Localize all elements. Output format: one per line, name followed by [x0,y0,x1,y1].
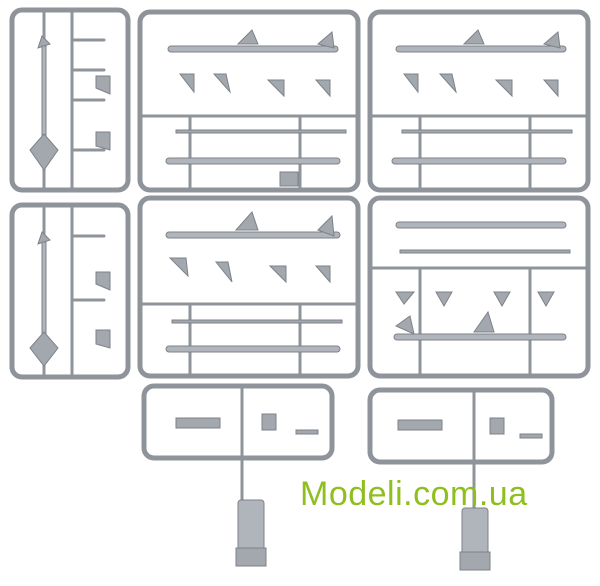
sprue-frame-right-top [367,9,591,193]
sprue-frame-left-middle [9,202,131,380]
fin-part [95,329,111,349]
missile-fin [473,310,495,333]
sprue-frame-bottom-right [367,387,555,571]
fin-part [438,73,457,94]
fin-part [29,331,59,367]
fin-part [493,291,511,308]
sprue-frame-bottom-left [141,383,335,567]
missile-body [391,157,567,165]
pylon-part [461,507,489,559]
fin-part [95,271,111,291]
missile-fin [317,214,335,237]
sprue-frame-center-top [137,9,361,193]
missile-body [165,157,341,165]
missile-fin [394,315,415,335]
fin-part [314,79,331,98]
sprue-frame-left-top [9,7,131,193]
fin-part [266,79,285,98]
watermark-text: Modeli.com.ua [300,475,528,513]
fin-part [95,75,111,95]
missile-body [395,45,567,53]
fin-part [29,133,59,171]
missile-fin [462,29,485,45]
fin-part [212,73,231,94]
missile-fin [236,29,259,45]
part [175,417,221,429]
missile-body [395,221,567,229]
part [397,419,443,431]
fin-part [95,131,111,151]
fin-part [435,291,453,308]
fin-part [395,291,416,305]
missile-fin [316,31,335,49]
fin-part [214,261,233,283]
fin-part [178,73,195,94]
missile-body [167,45,339,53]
fin-part [168,257,189,278]
sprue-frame-right-middle [367,195,591,379]
sprue-frame-center-middle [137,195,361,379]
missile-body [165,345,341,353]
fin-part [268,265,287,284]
part [261,413,277,431]
fin-part [494,79,513,98]
missile-body [165,231,341,239]
fin-part [542,79,559,98]
missile-body [393,333,567,341]
fin-part [314,265,331,284]
part [489,417,505,435]
missile-fin [542,31,561,49]
missile-fin [234,211,259,231]
fin-part [537,291,555,308]
fin-part [402,73,419,94]
